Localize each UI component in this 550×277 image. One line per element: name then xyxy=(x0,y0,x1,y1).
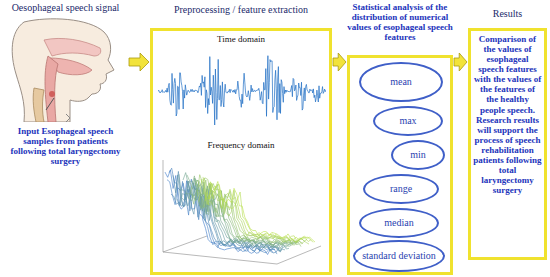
head-profile xyxy=(12,19,114,122)
feature-oval: standard deviation xyxy=(353,240,445,272)
domain-label: Frequency domain xyxy=(150,140,332,150)
nasal-cavity xyxy=(44,38,101,56)
illustration-ground xyxy=(4,18,126,122)
text-slot: Preprocessing / feature extraction xyxy=(150,4,332,15)
text-slot: Input Esophageal speech samples from pat… xyxy=(5,126,126,166)
feature-oval: max xyxy=(373,106,443,136)
text-slot: Statistical analysis of the distribution… xyxy=(339,2,461,42)
feature-label: median xyxy=(380,217,417,228)
flow-arrow xyxy=(454,53,467,71)
input-note: Input Esophageal speech samples from pat… xyxy=(5,126,126,166)
results-text: Comparison of the values of esophageal s… xyxy=(473,34,542,195)
stoma-mark xyxy=(66,114,70,122)
spectrum-line xyxy=(205,182,313,243)
signal-column: Oesophageal speech signalInput Esophagea… xyxy=(3,2,128,202)
oesophagus xyxy=(33,88,44,122)
text-slot: Results xyxy=(468,8,547,19)
flow-arrow xyxy=(333,53,346,71)
box-heading: Results xyxy=(468,8,547,19)
domain-label: Time domain xyxy=(150,34,332,44)
results-box: ResultsComparison of the values of esoph… xyxy=(468,2,547,260)
feature-label: mean xyxy=(386,76,416,87)
airflow-mark xyxy=(46,98,54,110)
feature-oval: median xyxy=(359,208,439,238)
box-heading: Preprocessing / feature extraction xyxy=(150,4,332,15)
feature-label: range xyxy=(386,183,416,194)
throat-illustration xyxy=(4,18,126,122)
text-slot: Time domain xyxy=(150,34,332,44)
text-slot: Oesophageal speech signal xyxy=(3,2,128,13)
box-heading: Statistical analysis of the distribution… xyxy=(339,2,461,42)
preprocessing-box: Preprocessing / feature extractionTime d… xyxy=(150,2,332,275)
feature-oval: range xyxy=(363,174,439,204)
time-waveform xyxy=(158,47,326,135)
flow-arrow xyxy=(129,53,149,71)
column-title: Oesophageal speech signal xyxy=(3,2,128,13)
box-outline xyxy=(150,28,332,275)
text-slot: Comparison of the values of esophageal s… xyxy=(473,34,542,195)
text-slot: Frequency domain xyxy=(150,140,332,150)
vibration-point xyxy=(49,91,55,97)
statistics-box: Statistical analysis of the distribution… xyxy=(347,2,453,275)
feature-oval: min xyxy=(391,140,445,170)
frequency-spectrum xyxy=(157,152,327,268)
feature-label: max xyxy=(395,115,420,126)
feature-label: standard deviation xyxy=(358,250,440,261)
feature-label: min xyxy=(406,149,430,160)
pharynx xyxy=(45,56,58,122)
spectrum-line xyxy=(207,182,315,243)
feature-oval: mean xyxy=(359,62,443,102)
spectrum-axes xyxy=(163,160,321,264)
waveform-trace xyxy=(158,56,326,125)
